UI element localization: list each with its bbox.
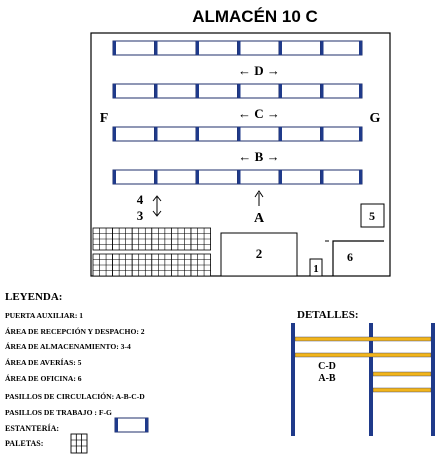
pallet xyxy=(151,227,172,251)
legend-item: ÁREA DE RECEPCIÓN Y DESPACHO: 2 xyxy=(5,326,145,336)
legend-item: ÁREA DE AVERÍAS: 5 xyxy=(5,357,82,367)
pallet-blocks xyxy=(92,227,212,277)
legend-heading: LEYENDA: xyxy=(5,291,62,303)
pallet xyxy=(170,227,192,251)
shelf-bay xyxy=(112,126,155,142)
legend-pallet-label: PALETAS: xyxy=(5,439,43,448)
aisle-label-b: ← B → xyxy=(238,149,279,164)
legend-item: ÁREA DE ALMACENAMIENTO: 3-4 xyxy=(5,341,131,351)
zone-label-2: 2 xyxy=(256,246,263,261)
zone-label-1: 1 xyxy=(313,263,319,275)
zone-label-6: 6 xyxy=(347,250,353,264)
details-label-ab: A-B xyxy=(318,373,336,384)
pallet xyxy=(190,253,212,277)
legend-item: PASILLOS DE TRABAJO : F-G xyxy=(5,408,112,417)
shelf-bay xyxy=(154,40,197,56)
shelf-bay xyxy=(278,40,321,56)
shelf-bay xyxy=(154,126,197,142)
zone-5-damaged xyxy=(360,203,385,228)
pallet xyxy=(190,227,212,251)
zone-2-reception xyxy=(220,232,298,277)
shelf-bay xyxy=(278,83,321,99)
shelf-bay xyxy=(320,83,363,99)
shelf-bay xyxy=(154,83,197,99)
pallet xyxy=(92,227,114,251)
zone-6-office xyxy=(332,240,384,276)
shelf-bay xyxy=(195,83,238,99)
shelf-rows xyxy=(112,40,363,185)
shelf-bay xyxy=(237,169,280,185)
aisle-label-a: A xyxy=(254,211,265,226)
shelf-bay xyxy=(320,40,363,56)
pallet-block xyxy=(92,253,212,277)
zone-label-4: 4 xyxy=(137,192,144,207)
shelf-bay xyxy=(237,40,280,56)
shelf-row xyxy=(112,126,363,142)
shelf-bay xyxy=(195,169,238,185)
shelf-bay xyxy=(237,126,280,142)
shelf-bay xyxy=(112,169,155,185)
shelf-row xyxy=(112,169,363,185)
pallet xyxy=(170,253,192,277)
legend-item: PASILLOS DE CIRCULACIÓN: A-B-C-D xyxy=(5,391,145,401)
up-down-arrow-icon xyxy=(152,195,162,217)
rack-detail xyxy=(291,323,435,436)
shelf-bay xyxy=(278,126,321,142)
legend-shelf-swatch xyxy=(114,417,149,433)
legend-item: PUERTA AUXILIAR: 1 xyxy=(5,311,83,320)
aisle-label-d: ← D → xyxy=(238,63,280,78)
shelf-bay xyxy=(112,40,155,56)
pallet xyxy=(112,227,133,251)
pallet xyxy=(92,253,114,277)
shelf-bay xyxy=(278,169,321,185)
side-label-f: F xyxy=(100,111,109,126)
pallet xyxy=(151,253,172,277)
pallet xyxy=(131,253,153,277)
side-label-g: G xyxy=(370,111,381,126)
zone-label-3: 3 xyxy=(137,208,144,223)
legend-pallet-swatch xyxy=(70,433,88,454)
shelf-row xyxy=(112,83,363,99)
zone-1-door xyxy=(309,258,323,277)
zone-label-5: 5 xyxy=(369,209,375,223)
shelf-bay xyxy=(320,169,363,185)
shelf-bay xyxy=(237,83,280,99)
legend-shelf-label: ESTANTERÍA: xyxy=(5,423,59,433)
shelf-bay xyxy=(195,40,238,56)
legend-item: ÁREA DE OFICINA: 6 xyxy=(5,373,82,383)
details-heading: DETALLES: xyxy=(297,309,359,321)
pallet xyxy=(131,227,153,251)
details-label-cd: C-D xyxy=(318,361,336,372)
page-title: ALMACÉN 10 C xyxy=(192,7,318,26)
pallet-block xyxy=(92,227,212,251)
aisle-a-arrow xyxy=(254,190,264,206)
shelf-bay xyxy=(195,126,238,142)
shelf-bay xyxy=(320,126,363,142)
pallet xyxy=(112,253,133,277)
legend-items: PUERTA AUXILIAR: 1 ÁREA DE RECEPCIÓN Y DE… xyxy=(5,311,145,417)
shelf-row xyxy=(112,40,363,56)
shelf-bay xyxy=(112,83,155,99)
shelf-bay xyxy=(154,169,197,185)
aisle-label-c: ← C → xyxy=(238,106,280,121)
